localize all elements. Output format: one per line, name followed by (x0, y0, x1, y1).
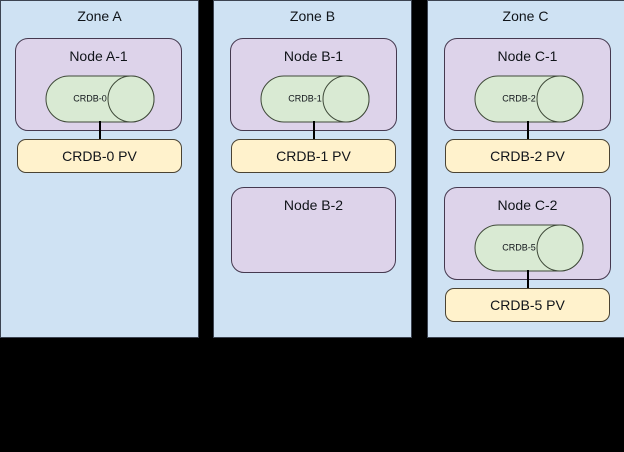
database-cylinder-crdb-0[interactable]: CRDB-0 (45, 75, 155, 123)
pv-crdb-1[interactable]: CRDB-1 PV (231, 139, 396, 173)
pv-crdb-2[interactable]: CRDB-2 PV (445, 139, 610, 173)
cylinder-shape-icon (474, 75, 584, 123)
zone-title-c: Zone C (502, 8, 549, 24)
node-a-1[interactable]: Node A-1 CRDB-0 (15, 38, 182, 131)
node-title-c-2: Node C-2 (497, 197, 558, 213)
node-b-2[interactable]: Node B-2 (231, 187, 396, 273)
connector-crdb-0-to-pv (99, 121, 101, 141)
cylinder-shape-icon (45, 75, 155, 123)
pv-label-crdb-1: CRDB-1 PV (276, 147, 351, 164)
pv-label-crdb-5: CRDB-5 PV (490, 296, 565, 313)
node-title-c-1: Node C-1 (497, 48, 558, 64)
connector-crdb-1-to-pv (313, 121, 315, 141)
database-cylinder-crdb-5[interactable]: CRDB-5 (474, 224, 584, 272)
node-title-b-2: Node B-2 (283, 197, 344, 213)
cylinder-label-crdb-1: CRDB-1 (288, 93, 322, 104)
cylinder-label-crdb-5: CRDB-5 (502, 242, 536, 253)
node-title-b-1: Node B-1 (283, 48, 344, 64)
pv-label-crdb-2: CRDB-2 PV (490, 147, 565, 164)
node-c-1[interactable]: Node C-1 CRDB-2 (444, 38, 611, 131)
zone-container-b[interactable]: Zone B Node B-1 CRDB-1 CRDB-1 PV Node B-… (213, 0, 412, 338)
pv-crdb-5[interactable]: CRDB-5 PV (445, 288, 610, 322)
node-b-1[interactable]: Node B-1 CRDB-1 (230, 38, 397, 131)
connector-crdb-5-to-pv (527, 270, 529, 290)
zone-container-c[interactable]: Zone C Node C-1 CRDB-2 CRDB-2 PV Node C-… (427, 0, 624, 338)
cylinder-shape-icon (260, 75, 370, 123)
node-title-a-1: Node A-1 (69, 48, 128, 64)
cylinder-label-crdb-2: CRDB-2 (502, 93, 536, 104)
cylinder-label-crdb-0: CRDB-0 (73, 93, 107, 104)
zone-title-a: Zone A (77, 8, 122, 24)
database-cylinder-crdb-2[interactable]: CRDB-2 (474, 75, 584, 123)
node-c-2[interactable]: Node C-2 CRDB-5 (444, 187, 611, 280)
database-cylinder-crdb-1[interactable]: CRDB-1 (260, 75, 370, 123)
zone-title-b: Zone B (289, 8, 336, 24)
zone-container-a[interactable]: Zone A Node A-1 CRDB-0 CRDB-0 PV (0, 0, 199, 338)
cylinder-shape-icon (474, 224, 584, 272)
connector-crdb-2-to-pv (527, 121, 529, 141)
pv-label-crdb-0: CRDB-0 PV (62, 147, 137, 164)
pv-crdb-0[interactable]: CRDB-0 PV (17, 139, 182, 173)
